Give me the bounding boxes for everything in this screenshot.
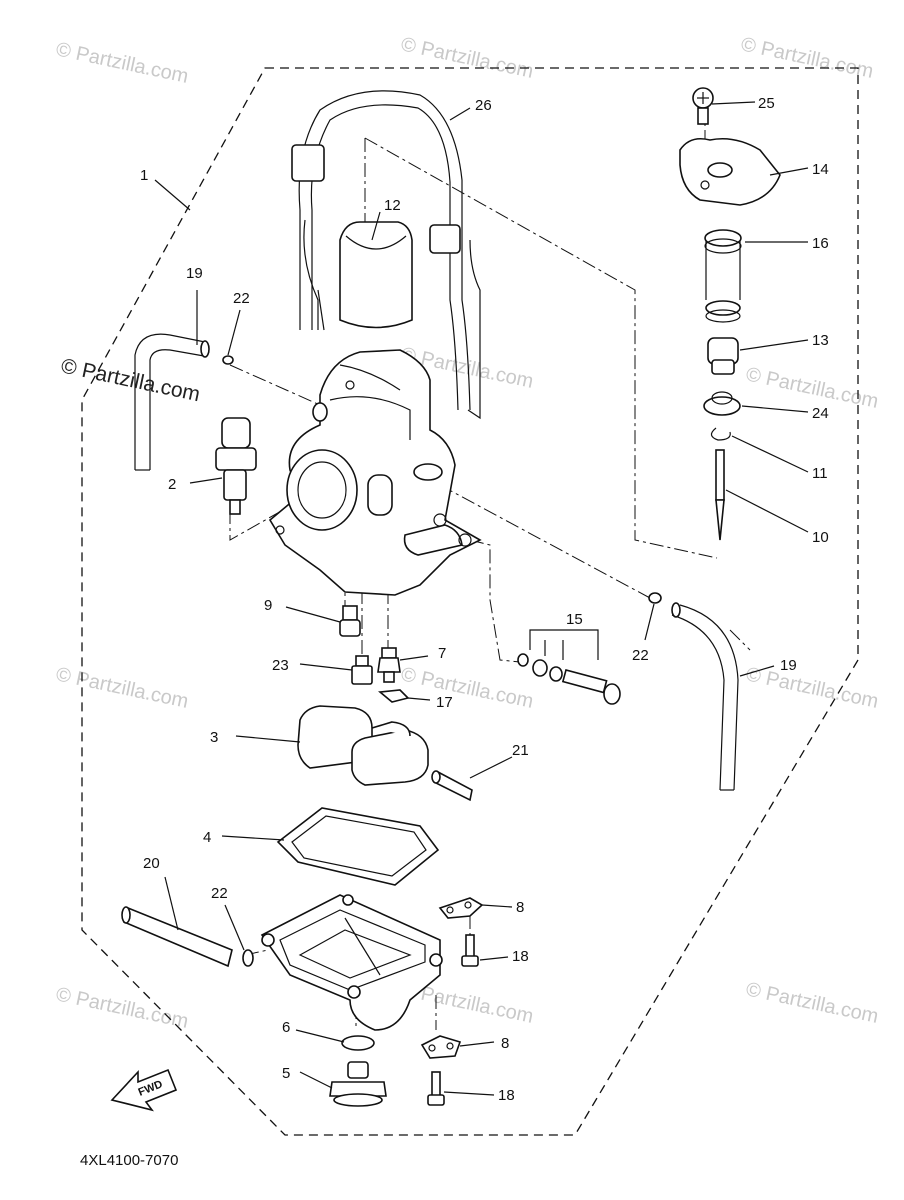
- callout-8-upper: 8: [516, 899, 524, 916]
- callout-4: 4: [203, 829, 211, 846]
- callout-2: 2: [168, 476, 176, 493]
- jet-needle: [715, 449, 725, 541]
- needle-seat: [703, 391, 741, 416]
- callout-5: 5: [282, 1065, 290, 1082]
- callout-6: 6: [282, 1019, 290, 1036]
- callout-14: 14: [812, 161, 829, 178]
- callout-labels: 1 2 3 4 5 6 7 8 8 9 10 11 12 13 14 15 16…: [140, 95, 829, 1104]
- watermark-text: © Partzilla.com: [399, 663, 535, 713]
- throttle-stop-screw: [215, 417, 257, 515]
- callout-15: 15: [566, 611, 583, 628]
- callout-21: 21: [512, 742, 529, 759]
- callout-17: 17: [436, 694, 453, 711]
- watermark-text-dark: © Partzilla.com: [59, 354, 202, 406]
- callout-25: 25: [758, 95, 775, 112]
- callout-10: 10: [812, 529, 829, 546]
- watermark-text: © Partzilla.com: [54, 38, 190, 88]
- callout-20: 20: [143, 855, 160, 872]
- air-screw-set: [517, 629, 621, 705]
- needle-holder: [707, 337, 739, 375]
- needle-clip: [710, 427, 731, 441]
- leader-lines: [154, 101, 809, 1096]
- callout-13: 13: [812, 332, 829, 349]
- watermark-text: © Partzilla.com: [54, 983, 190, 1033]
- callout-1: 1: [140, 167, 148, 184]
- callout-19-left: 19: [186, 265, 203, 282]
- float-bowl: [260, 894, 443, 1031]
- callout-22-top: 22: [233, 290, 250, 307]
- callout-26: 26: [475, 97, 492, 114]
- callout-18-lower: 18: [498, 1087, 515, 1104]
- throttle-guide-tube: [291, 90, 481, 420]
- callout-3: 3: [210, 729, 218, 746]
- cap-and-screw: [679, 87, 781, 206]
- hose-clips: [222, 355, 662, 967]
- bowl-screw-lower: [427, 1071, 445, 1106]
- watermark-text: © Partzilla.com: [744, 978, 880, 1028]
- watermark-text: © Partzilla.com: [744, 663, 880, 713]
- vent-hose-right: [671, 602, 739, 791]
- callout-22-right: 22: [632, 647, 649, 664]
- bowl-plate-upper: [438, 897, 484, 919]
- float-pin: [431, 770, 473, 802]
- vent-hose-left: [134, 333, 210, 471]
- callout-9: 9: [264, 597, 272, 614]
- main-jet: [351, 655, 373, 685]
- float: [297, 705, 429, 786]
- callout-12: 12: [384, 197, 401, 214]
- bowl-plate-lower: [420, 1035, 462, 1059]
- fwd-arrow-icon: FWD: [110, 1068, 178, 1112]
- watermark-text: © Partzilla.com: [739, 33, 875, 83]
- assembly-boundary: [81, 67, 859, 1136]
- pilot-jet: [339, 605, 361, 637]
- callout-8-lower: 8: [501, 1035, 509, 1052]
- diagram-code: 4XL4100-7070: [80, 1152, 178, 1169]
- callout-19-right: 19: [780, 657, 797, 674]
- callout-24: 24: [812, 405, 829, 422]
- throttle-slide: [339, 221, 413, 329]
- needle-spring: [704, 229, 742, 323]
- drain-hose: [121, 906, 233, 968]
- watermark-text: © Partzilla.com: [54, 663, 190, 713]
- valve-clip: [378, 689, 410, 703]
- callout-23: 23: [272, 657, 289, 674]
- callout-18-upper: 18: [512, 948, 529, 965]
- bowl-screw-upper: [461, 934, 479, 967]
- callout-11: 11: [812, 465, 828, 482]
- carburetor-body: [268, 349, 482, 596]
- callout-16: 16: [812, 235, 829, 252]
- center-lines: [229, 105, 751, 1030]
- watermark-text: © Partzilla.com: [399, 33, 535, 83]
- callout-22-bottom: 22: [211, 885, 228, 902]
- needle-valve: [377, 647, 401, 683]
- drain-plug: [329, 1061, 387, 1107]
- callout-7: 7: [438, 645, 446, 662]
- drain-plug-gasket: [341, 1035, 375, 1051]
- float-bowl-gasket: [276, 807, 440, 886]
